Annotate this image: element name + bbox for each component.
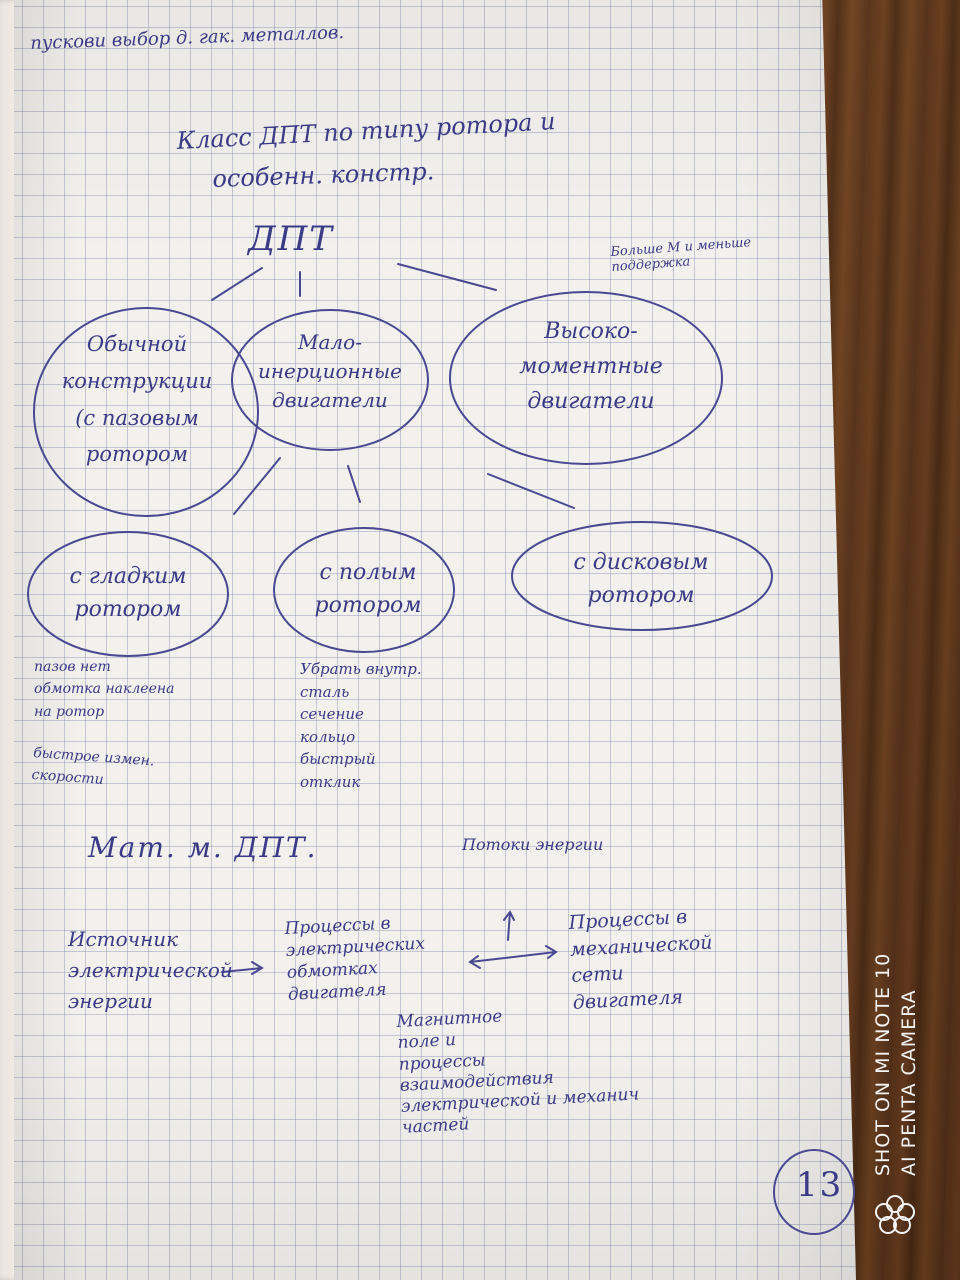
connector-root-left [211,267,263,301]
node-high-torque: Высоко- моментные двигатели [519,319,663,415]
node-outline-smooth-rotor [27,531,229,657]
notebook-page [14,0,856,1280]
note-smooth-rotor-2: быстрое измен. скорости [31,744,155,789]
energy-flow-label: Потоки энергии [462,835,604,854]
node-smooth-rotor: с гладким ротором [69,564,187,622]
node-outline-ordinary [33,307,259,517]
node-outline-hollow-rotor [273,527,455,653]
arrow-source-to-electric [221,961,264,975]
camera-watermark: SHOT ON MI NOTE 10 AI PENTA CAMERA [866,948,946,1234]
note-hollow-rotor: Убрать внутр. сталь сечение кольцо быстр… [300,660,422,791]
note-smooth-rotor: пазов нет обмотка наклеена на ротор [34,659,175,720]
flow-source: Источник электрической энергии [68,927,233,1013]
node-outline-low-inertia [231,309,429,451]
node-ordinary: Обычной конструкции (с пазовым ротором [61,332,213,467]
magnetic-field-note: Магнитное поле и процессы взаимодействия… [396,1006,640,1139]
connector-low-left [233,457,281,515]
arrow-bidirectional [468,945,558,969]
flow-mechanical: Процессы в механической сети двигателя [568,905,713,1014]
node-hollow-rotor: с полым ротором [314,560,422,618]
math-model-heading: Мат. м. ДПТ. [88,831,318,864]
flow-electric: Процессы в электрических обмотках двигат… [284,913,426,1006]
node-outline-disc-rotor [511,521,773,631]
page-number-circle [773,1149,855,1235]
watermark-line-2: AI PENTA CAMERA [898,989,920,1176]
arrow-up [503,910,515,941]
node-low-inertia: Мало- инерционные двигатели [257,330,403,412]
node-disc-rotor: с дисковым ротором [573,550,709,608]
watermark-line-1: SHOT ON MI NOTE 10 [872,952,894,1176]
node-outline-high-torque [449,291,723,465]
connector-root-right [397,263,497,291]
camera-flower-icon [875,1195,915,1234]
page-number: 13 [796,1165,844,1205]
connector-low-mid [347,465,361,503]
connector-low-right [487,473,575,509]
root-node-dpt: ДПТ [248,219,334,259]
